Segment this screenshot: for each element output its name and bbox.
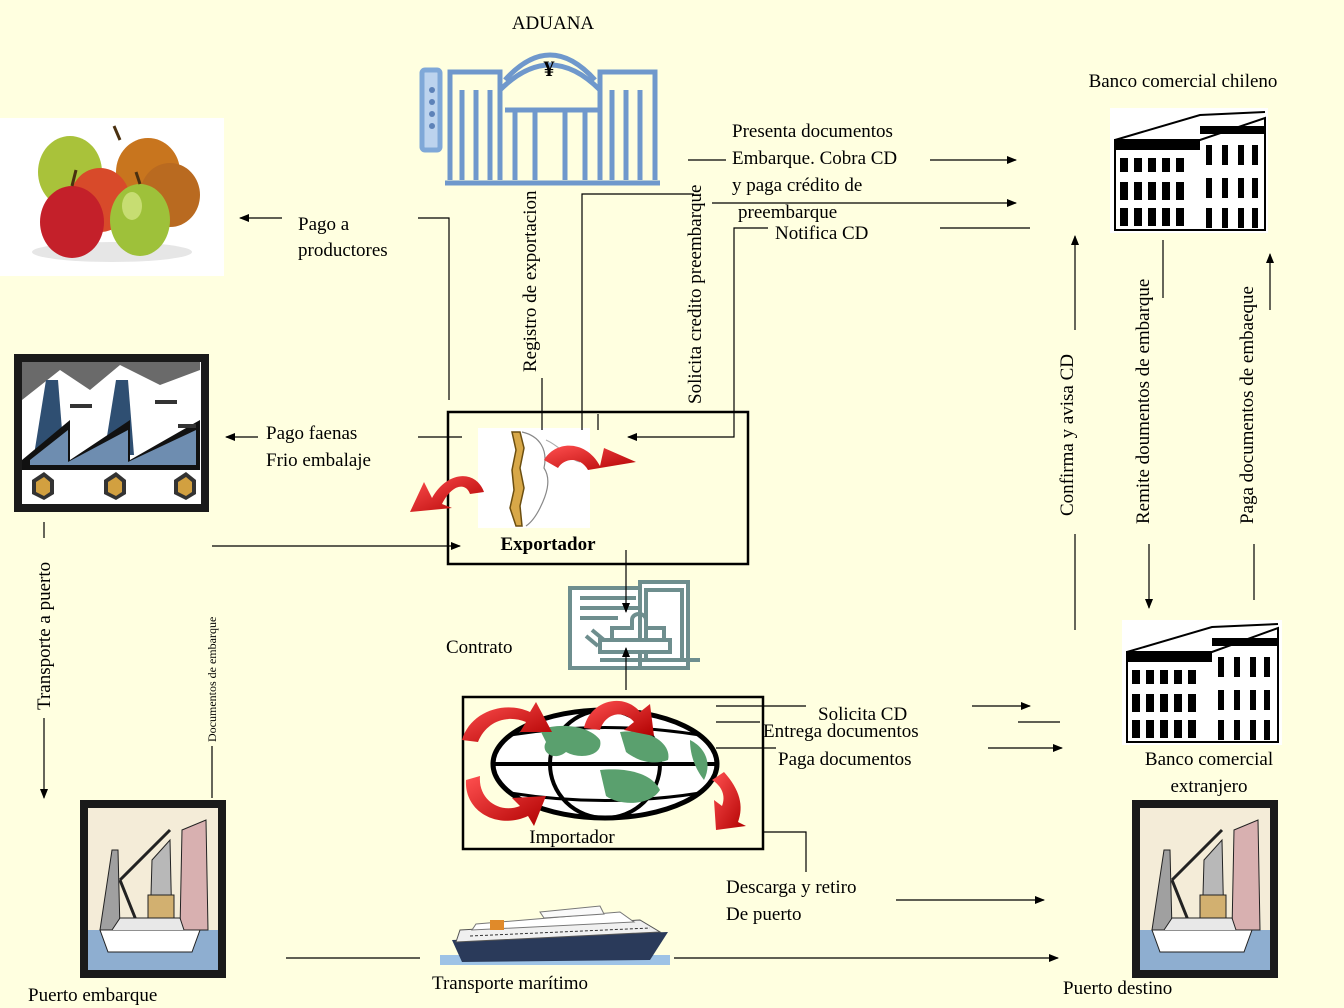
presenta-documentos-label: Embarque. Cobra CD	[732, 148, 897, 169]
factory-icon	[14, 354, 209, 512]
documentos-embarque-label: Documentos de embarque	[205, 617, 219, 742]
importador-box	[461, 695, 765, 851]
flow-connectors	[40, 156, 1274, 962]
banco-chileno-label: Banco comercial chileno	[1089, 71, 1278, 92]
customs-building-icon: ¥	[419, 52, 660, 186]
bank-building-icon	[1122, 620, 1282, 745]
notifica-cd-label: Notifica CD	[775, 223, 868, 244]
transporte-maritimo-label: Transporte marítimo	[432, 973, 588, 994]
remite-documentos-label: Remite doumentos de embarque	[1133, 279, 1154, 524]
cruise-ship-icon	[440, 905, 670, 965]
port-icon	[1132, 800, 1278, 978]
bank-building-icon	[1110, 108, 1268, 233]
presenta-documentos-label: preembarque	[738, 202, 837, 223]
red-cycle-arrow	[410, 445, 636, 512]
pago-productores-label: Pago a	[298, 214, 350, 235]
puerto-destino-label: Puerto destino	[1063, 978, 1172, 999]
contrato-label: Contrato	[446, 637, 513, 658]
red-cycle-arrow	[462, 700, 746, 830]
registro-exportacion-label: Registro de exportacion	[520, 190, 541, 372]
confirma-avisa-label: Confirma y avisa CD	[1057, 354, 1078, 516]
importador-label: Importador	[529, 827, 615, 848]
chile-map-icon	[478, 428, 590, 528]
banco-extranjero-label: extranjero	[1170, 776, 1247, 797]
exportador-label: Exportador	[501, 534, 597, 555]
banco-extranjero-label: Banco comercial	[1145, 749, 1273, 770]
presenta-documentos-label: Presenta documentos	[732, 121, 893, 142]
pago-faenas-label: Frio embalaje	[266, 450, 371, 471]
solicita-cd-label: Solicita CD	[818, 704, 907, 725]
descarga-retiro-label: De puerto	[726, 904, 801, 925]
paga-documentos-label: Paga documentos	[778, 749, 912, 770]
descarga-retiro-label: Descarga y retiro	[726, 877, 856, 898]
transporte-puerto-label: Transporte a puerto	[34, 562, 55, 710]
pago-faenas-label: Pago faenas	[266, 423, 357, 444]
solicita-credito-label: Solicita credito preembarque	[685, 185, 706, 404]
entrega-documentos-label: Entrega documentos	[763, 721, 919, 742]
pago-productores-label: productores	[298, 240, 388, 261]
port-icon	[80, 800, 226, 978]
contract-icon	[568, 580, 700, 670]
svg-text:¥: ¥	[544, 56, 555, 81]
aduana-label: ADUANA	[512, 13, 595, 34]
presenta-documentos-label: y paga crédito de	[732, 175, 862, 196]
puerto-embarque-label: Puerto embarque	[28, 985, 157, 1006]
paga-documentos-embarque-label: Paga documentos de embaeque	[1237, 286, 1258, 524]
pears-photo	[0, 118, 224, 276]
